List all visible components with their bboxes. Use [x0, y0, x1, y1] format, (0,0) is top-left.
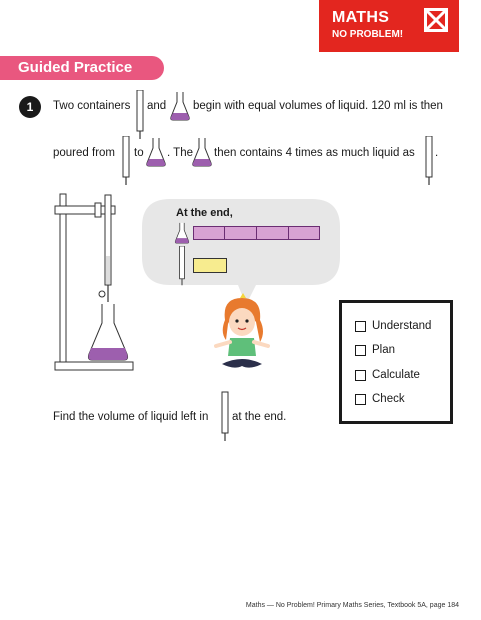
- q-line2-text4: then contains 4 times as much liquid as: [214, 147, 415, 159]
- lab-stand-illustration: [54, 193, 134, 371]
- bubble-title: At the end,: [176, 207, 233, 219]
- brand-line2: NO PROBLEM!: [332, 29, 404, 40]
- q-line2-text2: to: [134, 147, 144, 159]
- flask-bar-unit: [288, 226, 320, 240]
- question-number: 1: [19, 96, 41, 118]
- tube-bar-unit: [193, 258, 227, 273]
- q-line1-text2: and: [147, 100, 167, 112]
- burette-tube-icon: [179, 246, 185, 286]
- flask-bar-unit: [256, 226, 289, 240]
- burette-tube-icon: [136, 90, 144, 139]
- guided-practice-banner: Guided Practice: [0, 56, 164, 80]
- q-line1-text1: Two containers: [53, 100, 131, 112]
- checklist-label: Check: [372, 393, 405, 405]
- checklist-label: Plan: [372, 344, 396, 356]
- conical-flask-icon: [170, 92, 190, 121]
- conical-flask-icon: [192, 138, 212, 167]
- burette-tube-icon: [425, 136, 433, 185]
- brand-logo: MATHS NO PROBLEM!: [319, 0, 459, 52]
- girl-character-illustration: [214, 293, 270, 368]
- q-line2-text3: . The: [167, 147, 193, 159]
- q-line3-text2: at the end.: [232, 411, 287, 423]
- checklist-label: Calculate: [372, 369, 420, 381]
- page-footer: Maths — No Problem! Primary Maths Series…: [245, 602, 459, 609]
- q-line2-text5: .: [435, 147, 439, 159]
- q-line3-text1: Find the volume of liquid left in: [53, 411, 209, 423]
- conical-flask-icon: [174, 222, 190, 244]
- speech-bubble: [142, 199, 340, 305]
- checkbox[interactable]: [355, 394, 366, 405]
- problem-solving-checklist: Understand Plan Calculate Check: [339, 300, 453, 424]
- checklist-label: Understand: [372, 320, 432, 332]
- flask-bar-unit: [193, 226, 225, 240]
- burette-tube-icon: [221, 391, 229, 441]
- conical-flask-icon: [146, 138, 166, 167]
- checkbox[interactable]: [355, 345, 366, 356]
- q-line2-text1: poured from: [53, 147, 116, 159]
- burette-tube-icon: [122, 136, 130, 185]
- checkbox[interactable]: [355, 321, 366, 332]
- brand-cross-icon: [424, 8, 448, 32]
- q-line1-text3: begin with equal volumes of liquid. 120 …: [193, 100, 443, 112]
- flask-bar-unit: [224, 226, 257, 240]
- checkbox[interactable]: [355, 370, 366, 381]
- brand-line1: MATHS: [332, 9, 390, 26]
